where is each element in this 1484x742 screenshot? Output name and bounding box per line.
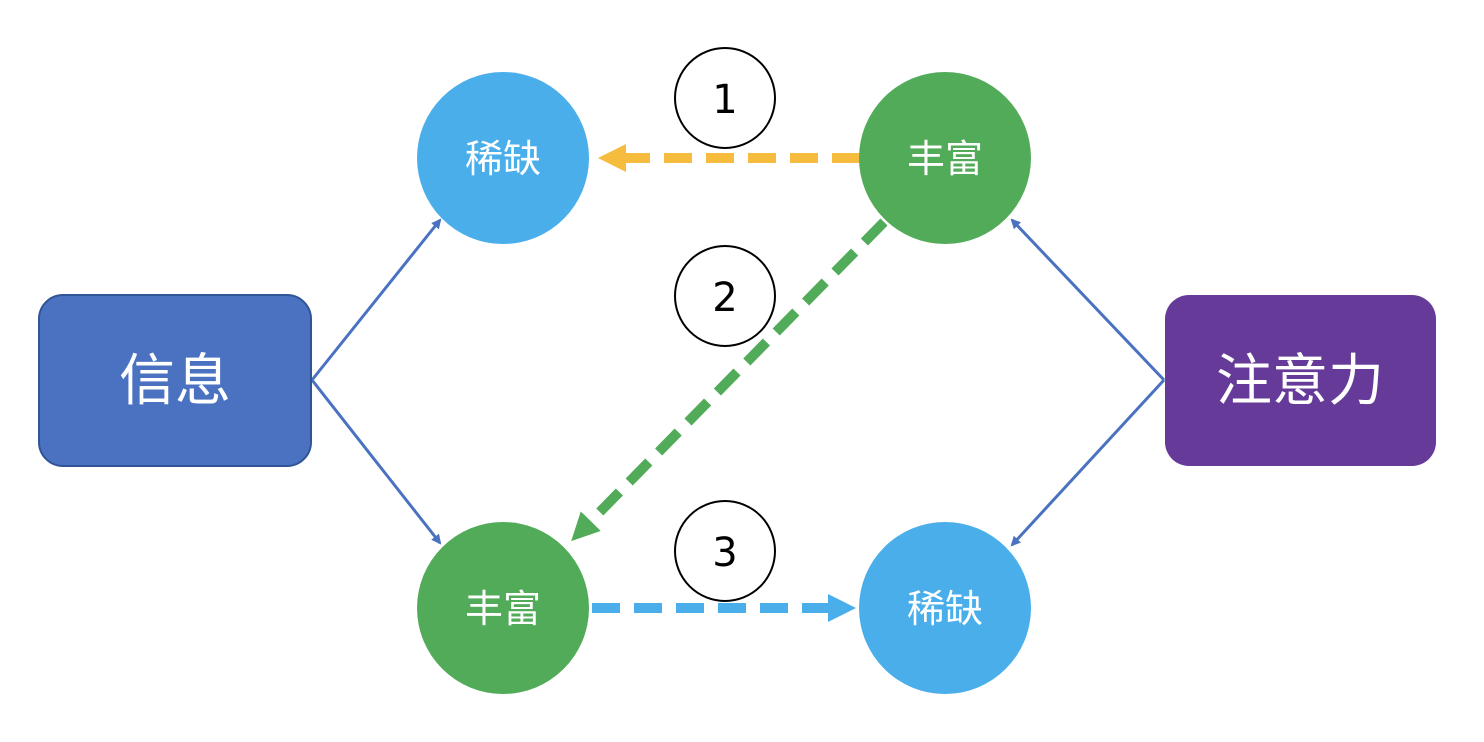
step-badge-2-label: 2 — [712, 275, 737, 321]
flow-arrow-2 — [571, 218, 888, 542]
attention-scarce-label: 稀缺 — [907, 587, 983, 631]
attention-scarce-circle — [859, 522, 1031, 694]
step-badge-3-label: 3 — [712, 530, 737, 576]
step-badge-3 — [674, 500, 776, 602]
connector-info-to-scarce — [310, 218, 442, 381]
info-abundant-circle — [417, 522, 589, 694]
info-abundant-label: 丰富 — [465, 587, 541, 631]
info-scarce-label: 稀缺 — [465, 137, 541, 181]
info-scarce-circle — [417, 72, 589, 244]
attention-box-label: 注意力 — [1216, 349, 1384, 414]
attention-abundant-label: 丰富 — [907, 137, 983, 181]
attention-abundant-circle — [859, 72, 1031, 244]
connector-attention-to-abundant — [1010, 218, 1166, 382]
step-badge-1-label: 1 — [712, 77, 737, 123]
step-badge-2 — [674, 245, 776, 347]
info-box — [38, 294, 312, 467]
connector-attention-to-scarce — [1010, 378, 1166, 547]
connector-info-to-abundant — [310, 379, 442, 545]
step-badge-1 — [674, 47, 776, 149]
info-box-label: 信息 — [119, 349, 231, 414]
attention-box — [1165, 295, 1436, 466]
